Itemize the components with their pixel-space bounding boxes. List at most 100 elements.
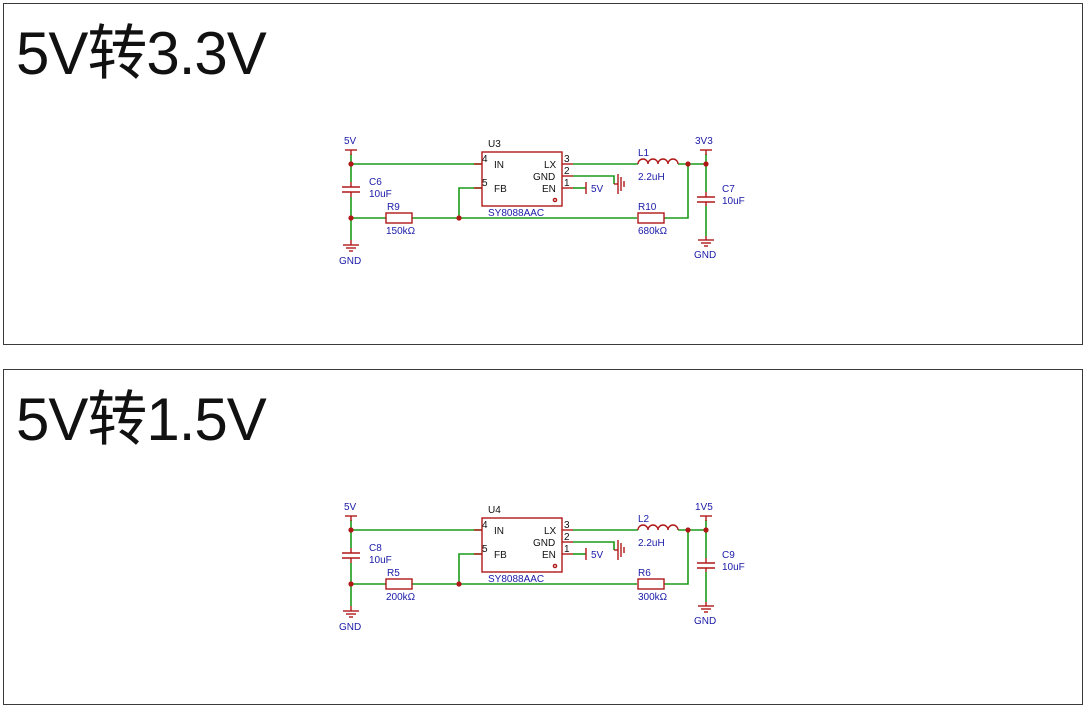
svg-text:GND: GND [694,250,716,261]
svg-text:R9: R9 [387,202,400,213]
ground-symbol-left: GND [339,240,361,267]
svg-text:L2: L2 [638,514,650,525]
junctions [348,161,709,221]
svg-text:R10: R10 [638,202,657,213]
svg-text:GND: GND [533,538,555,549]
svg-text:LX: LX [544,160,557,171]
schematic-panel-3v3: 5V转3.3V [3,3,1083,345]
svg-text:2: 2 [564,166,570,177]
svg-text:5V: 5V [591,550,604,561]
svg-text:150kΩ: 150kΩ [386,226,416,237]
svg-text:GND: GND [694,616,716,627]
power-flag-en: 5V [585,182,604,195]
junction-dot [348,581,354,587]
svg-text:1: 1 [564,178,570,189]
svg-text:U4: U4 [488,505,501,516]
svg-text:680kΩ: 680kΩ [638,226,668,237]
resistor-r-low: R5 200kΩ [385,568,416,603]
svg-text:3: 3 [564,154,570,165]
svg-text:1: 1 [564,544,570,555]
svg-text:10uF: 10uF [722,562,745,573]
junction-dot [348,161,354,167]
wire-fb-node [458,553,482,584]
svg-text:3: 3 [564,520,570,531]
svg-text:1V5: 1V5 [695,502,713,513]
svg-text:5V: 5V [344,502,357,513]
resistor-r-high: R10 680kΩ [637,202,668,237]
wires [350,154,707,240]
resistor-r-low: R9 150kΩ [385,202,416,237]
svg-text:10uF: 10uF [369,189,392,200]
buck-converter-schematic: 5V 3V3 5V GND GND [339,136,745,267]
junction-dot [348,215,354,221]
svg-text:GND: GND [339,256,361,267]
svg-text:10uF: 10uF [369,555,392,566]
svg-text:IN: IN [494,160,504,171]
resistor-r-high: R6 300kΩ [637,568,668,603]
capacitor-cin: C8 10uF [342,543,392,566]
junction-dot [685,527,691,533]
svg-text:C8: C8 [369,543,382,554]
wire-rhigh-right [664,164,689,219]
svg-text:FB: FB [494,550,507,561]
power-flag-5v: 5V [344,136,357,155]
svg-text:EN: EN [542,550,556,561]
capacitor-cin: C6 10uF [342,177,392,200]
power-flag-output: 3V3 [695,136,713,155]
wire-ic-gnd [573,541,615,550]
svg-text:10uF: 10uF [722,196,745,207]
schematic-panel-1v5: 5V转1.5V [3,369,1083,705]
svg-text:5: 5 [482,544,488,555]
svg-text:2.2uH: 2.2uH [638,172,665,183]
svg-text:2: 2 [564,532,570,543]
power-flag-en: 5V [585,548,604,561]
inductor: L1 2.2uH [637,148,679,183]
svg-text:3V3: 3V3 [695,136,713,147]
ground-symbol-ic [614,174,625,194]
svg-text:4: 4 [482,520,488,531]
capacitor-cout: C9 10uF [697,550,745,573]
ground-symbol-right: GND [694,602,716,627]
svg-text:2.2uH: 2.2uH [638,538,665,549]
svg-text:200kΩ: 200kΩ [386,592,416,603]
svg-text:IN: IN [494,526,504,537]
junction-dot [685,161,691,167]
svg-text:5V: 5V [344,136,357,147]
panel-title: 5V转3.3V [16,20,267,87]
svg-text:SY8088AAC: SY8088AAC [488,208,544,219]
svg-text:4: 4 [482,154,488,165]
power-flag-5v: 5V [344,502,357,521]
svg-text:C7: C7 [722,184,735,195]
buck-converter-schematic: 5V 1V5 5V GND GND [339,502,745,633]
svg-text:EN: EN [542,184,556,195]
svg-text:C6: C6 [369,177,382,188]
svg-text:LX: LX [544,526,557,537]
svg-text:R6: R6 [638,568,651,579]
capacitor-cout: C7 10uF [697,184,745,207]
wire-rhigh-right [664,530,689,585]
ic-regulator: U3 SY8088AAC IN FB LX GND EN 4 5 3 2 1 [474,139,573,219]
wires [350,520,707,606]
ground-symbol-left: GND [339,606,361,633]
junction-dot [348,527,354,533]
svg-text:GND: GND [533,172,555,183]
wire-fb-node [458,187,482,218]
svg-text:5: 5 [482,178,488,189]
panel-title: 5V转1.5V [16,386,267,453]
wire-ic-gnd [573,175,615,184]
svg-text:U3: U3 [488,139,501,150]
svg-text:C9: C9 [722,550,735,561]
svg-text:L1: L1 [638,148,650,159]
junction-dot [456,581,462,587]
svg-text:R5: R5 [387,568,400,579]
ground-symbol-right: GND [694,236,716,261]
junction-dot [703,161,709,167]
junction-dot [703,527,709,533]
inductor: L2 2.2uH [637,514,679,549]
ic-regulator: U4 SY8088AAC IN FB LX GND EN 4 5 3 2 1 [474,505,573,585]
junction-dot [456,215,462,221]
junctions [348,527,709,587]
svg-text:300kΩ: 300kΩ [638,592,668,603]
ground-symbol-ic [614,540,625,560]
power-flag-output: 1V5 [695,502,713,521]
